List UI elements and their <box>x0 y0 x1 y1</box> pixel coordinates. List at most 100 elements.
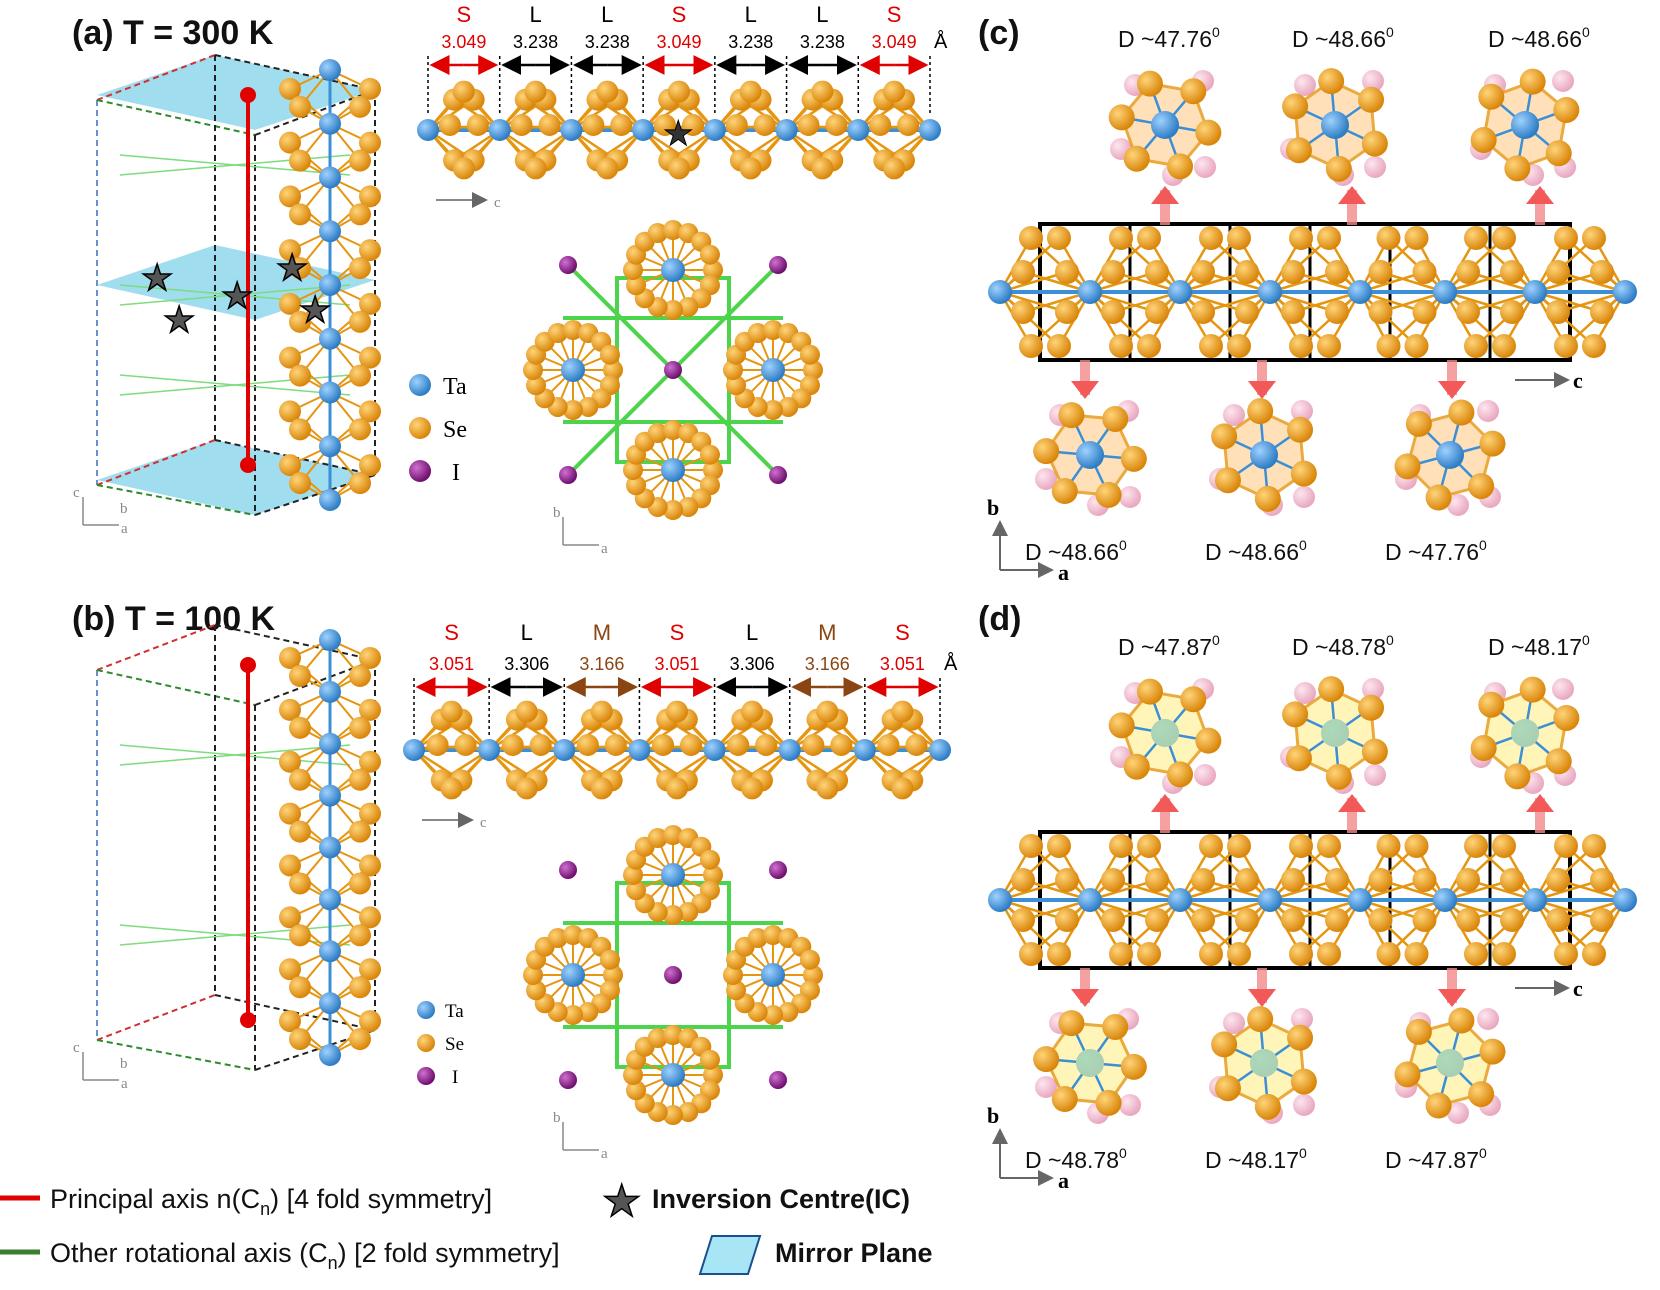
se-atom <box>1011 300 1035 324</box>
se-atom <box>1058 402 1085 429</box>
inversion-star-icon: ★ <box>141 257 173 298</box>
ta-atom-hidden <box>1076 1049 1104 1077</box>
i-atom <box>559 861 577 879</box>
se-atom <box>1468 1081 1495 1108</box>
axis-label: c <box>1573 368 1583 393</box>
se-atom <box>1047 334 1071 358</box>
se-atom <box>1137 226 1161 250</box>
se-atom <box>1404 834 1429 858</box>
panel-b-unit-cell: cab <box>73 624 381 1092</box>
se-atom <box>1282 701 1309 728</box>
se-atom <box>603 965 623 985</box>
se-atom <box>289 310 311 333</box>
se-atom <box>582 114 605 136</box>
pointer-arrow-head <box>1338 794 1366 812</box>
ta-atom <box>661 258 685 282</box>
dihedral-angle-label: D ~47.870 <box>1118 632 1220 660</box>
se-atom <box>726 375 747 396</box>
panel-d-title: (d) <box>978 600 1021 638</box>
se-atom <box>1582 834 1606 858</box>
se-atom <box>897 114 920 136</box>
ta-atom <box>988 888 1012 912</box>
se-atom <box>663 905 683 925</box>
se-atom <box>1456 300 1480 324</box>
bond-type-label: S <box>444 620 459 645</box>
i-legend-label: I <box>452 460 460 486</box>
ta-atom <box>319 992 341 1015</box>
axis-label: a <box>121 521 128 537</box>
mirror-plane-icon <box>698 1235 762 1275</box>
axis-label: b <box>120 1056 128 1072</box>
cell-edge <box>96 54 216 101</box>
se-atom <box>739 80 762 103</box>
pointer-arrow-head <box>1248 381 1276 399</box>
se-atom <box>1325 868 1349 892</box>
se-atom <box>816 700 839 723</box>
se-atom <box>647 223 668 244</box>
se-atom <box>1554 226 1578 250</box>
se-atom <box>739 157 762 180</box>
ta-legend-icon <box>409 374 431 396</box>
axis-label: b <box>553 1110 561 1126</box>
rotational-axis <box>119 744 351 766</box>
se-atom <box>1145 260 1169 284</box>
bond-length-value: 3.051 <box>880 654 925 674</box>
inversion-star-icon: ★ <box>299 289 331 330</box>
se-legend-icon <box>409 417 431 439</box>
se-atom <box>726 980 747 1001</box>
se-atom <box>1235 300 1259 324</box>
i-legend-label: I <box>452 1067 458 1088</box>
se-atom <box>1376 942 1401 966</box>
axis-label: c <box>494 195 501 211</box>
bond-type-label: L <box>746 620 758 645</box>
pink-atom <box>1293 1094 1315 1116</box>
se-atom <box>1227 334 1251 358</box>
pointer-arrow <box>1080 968 1090 1003</box>
se-atom <box>1136 678 1163 705</box>
dihedral-angle-label: D ~48.660 <box>1292 24 1394 52</box>
se-atom <box>279 646 301 669</box>
se-atom <box>563 1005 583 1025</box>
bond-length-value: 3.166 <box>805 654 850 674</box>
inversion-label: Inversion Centre(IC) <box>652 1184 910 1214</box>
se-atom <box>741 700 764 723</box>
bond-type-label: S <box>670 620 685 645</box>
inversion-star-icon: ★ <box>663 115 693 153</box>
se-atom <box>1033 1046 1060 1073</box>
ta-atom <box>403 739 425 761</box>
cell-edge <box>96 484 256 516</box>
se-atom <box>1047 942 1071 966</box>
se-atom <box>1468 473 1495 500</box>
se-atom <box>1145 300 1169 324</box>
se-atom <box>279 292 301 315</box>
pointer-arrow-head <box>1526 186 1554 204</box>
pink-atom <box>1477 1008 1499 1030</box>
se-atom <box>349 257 371 280</box>
se-atom <box>747 323 768 344</box>
se-atom <box>563 320 583 340</box>
se-atom <box>289 664 311 687</box>
se-atom <box>1412 300 1437 324</box>
se-atom <box>289 820 311 843</box>
axis-label: c <box>1573 976 1583 1001</box>
ta-atom <box>661 1063 685 1087</box>
ta-atom <box>853 739 876 761</box>
se-atom <box>349 95 371 118</box>
ta-atom-hidden <box>1250 1049 1278 1077</box>
se-atom <box>1191 868 1215 892</box>
se-atom <box>279 400 301 423</box>
se-atom <box>1405 410 1432 437</box>
se-atom <box>1033 438 1060 465</box>
se-atom <box>599 344 620 365</box>
se-atom <box>279 698 301 721</box>
ta-atom <box>319 888 341 911</box>
ta-atom <box>1258 888 1282 912</box>
se-atom <box>1470 127 1497 154</box>
se-atom <box>1582 334 1606 358</box>
pointer-arrow-head <box>1248 989 1276 1007</box>
se-atom <box>289 472 311 495</box>
se-atom <box>526 375 547 396</box>
pink-atom <box>1194 764 1216 786</box>
se-atom <box>703 460 723 480</box>
pointer-arrow-head <box>1338 186 1366 204</box>
